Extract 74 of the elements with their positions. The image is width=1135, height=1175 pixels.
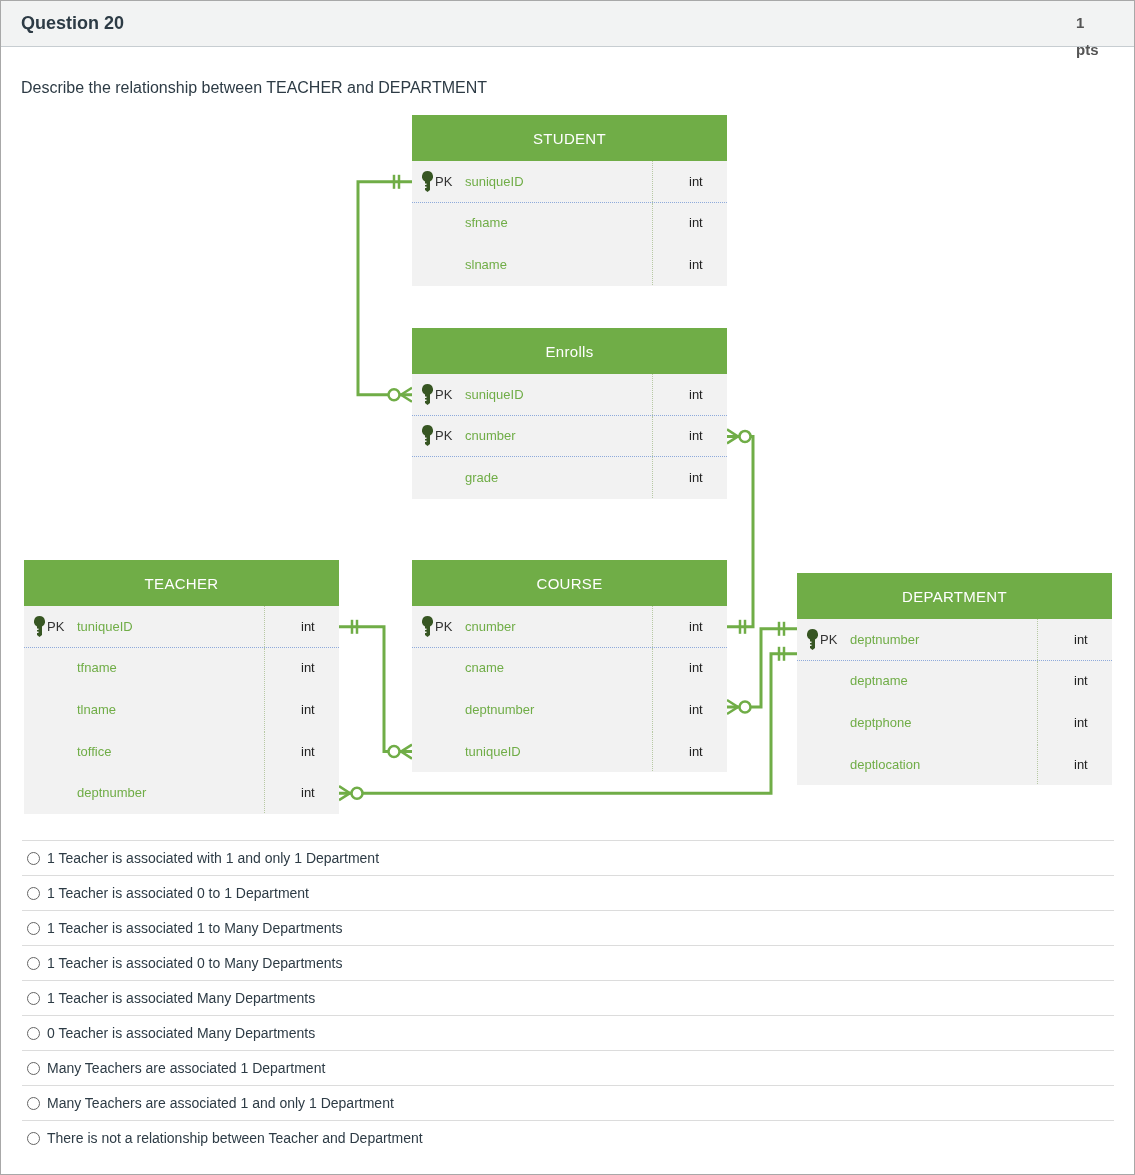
column-name: deptphone: [849, 715, 912, 730]
primary-key-tag: PK: [435, 386, 464, 402]
relationship-connector: [339, 619, 414, 760]
column-name: grade: [464, 470, 499, 485]
primary-key-tag: PK: [820, 631, 849, 647]
entity-table: [412, 115, 727, 286]
column-name: cname: [464, 660, 505, 676]
entity-table: [24, 560, 339, 814]
option-text: 1 Teacher is associated Many Departments: [47, 990, 316, 1006]
option-text: 1 Teacher is associated 1 to Many Departments: [47, 920, 343, 936]
column-type: int: [652, 689, 727, 730]
entity-header: COURSE: [412, 560, 727, 606]
column-name: toffice: [76, 743, 112, 759]
column-type: int: [264, 772, 339, 813]
attribute-row: [24, 606, 339, 648]
column-type: int: [652, 244, 727, 285]
column-type: int: [264, 647, 339, 689]
attribute-row: [797, 619, 1112, 661]
column-name: deptlocation: [849, 756, 921, 772]
primary-key-tag: PK: [435, 428, 464, 444]
primary-key-tag: PK: [435, 173, 464, 189]
column-type: int: [264, 689, 339, 730]
primary-key-tag: PK: [47, 618, 76, 634]
column-name: suniqueID: [464, 173, 524, 189]
option-text: Many Teachers are associated 1 Department: [47, 1060, 326, 1076]
option-text: There is not a relationship between Teacher and Department: [47, 1130, 423, 1146]
column-name: cnumber: [464, 618, 516, 634]
entity-table: [797, 573, 1112, 786]
column-type: int: [264, 730, 339, 772]
column-name: suniqueID: [464, 386, 524, 402]
option-text: 0 Teacher is associated Many Departments: [47, 1025, 316, 1041]
option-text: 1 Teacher is associated 0 to Many Departments: [47, 955, 343, 971]
column-type: int: [1037, 619, 1112, 660]
column-name: deptname: [849, 673, 908, 689]
column-type: int: [652, 606, 727, 647]
entity-header: STUDENT: [412, 115, 727, 161]
column-name: sfname: [464, 215, 508, 231]
column-name: tlname: [76, 702, 117, 717]
attribute-row: [412, 415, 727, 458]
column-name: tuniqueID: [464, 743, 521, 759]
column-type: int: [652, 202, 727, 244]
column-type: int: [652, 730, 727, 772]
primary-key-tag: PK: [435, 618, 464, 634]
column-name: tfname: [76, 660, 117, 676]
entity-table: [412, 328, 727, 499]
column-name: deptnumber: [849, 631, 920, 647]
attribute-row: [412, 161, 727, 203]
column-name: tuniqueID: [76, 618, 133, 634]
points-label: 1 pts: [1076, 13, 1100, 60]
column-type: int: [652, 647, 727, 689]
entity-header: TEACHER: [24, 560, 339, 606]
option-text: 1 Teacher is associated 0 to 1 Department: [47, 885, 309, 901]
question-text: Describe the relationship between TEACHER and DEPARTMENT: [21, 78, 487, 98]
column-type: int: [1037, 702, 1112, 743]
column-type: int: [264, 606, 339, 647]
column-type: int: [652, 161, 727, 202]
attribute-row: [412, 374, 727, 416]
question-title: Question 20: [21, 12, 125, 34]
option-text: Many Teachers are associated 1 and only 1 Department: [47, 1095, 394, 1111]
column-name: slname: [464, 257, 507, 272]
column-type: int: [652, 374, 727, 415]
attribute-row: [412, 606, 727, 648]
column-name: deptnumber: [76, 785, 147, 801]
entity-header: Enrolls: [412, 328, 727, 374]
option-text: 1 Teacher is associated with 1 and only 1 Department: [47, 850, 380, 866]
column-type: int: [652, 457, 727, 498]
column-type: int: [1037, 660, 1112, 702]
column-name: cnumber: [464, 428, 516, 444]
column-type: int: [1037, 743, 1112, 785]
entity-header: DEPARTMENT: [797, 573, 1112, 619]
entity-table: [412, 560, 727, 773]
relationship-connector: [356, 174, 414, 404]
column-type: int: [652, 415, 727, 457]
column-name: deptnumber: [464, 702, 535, 717]
